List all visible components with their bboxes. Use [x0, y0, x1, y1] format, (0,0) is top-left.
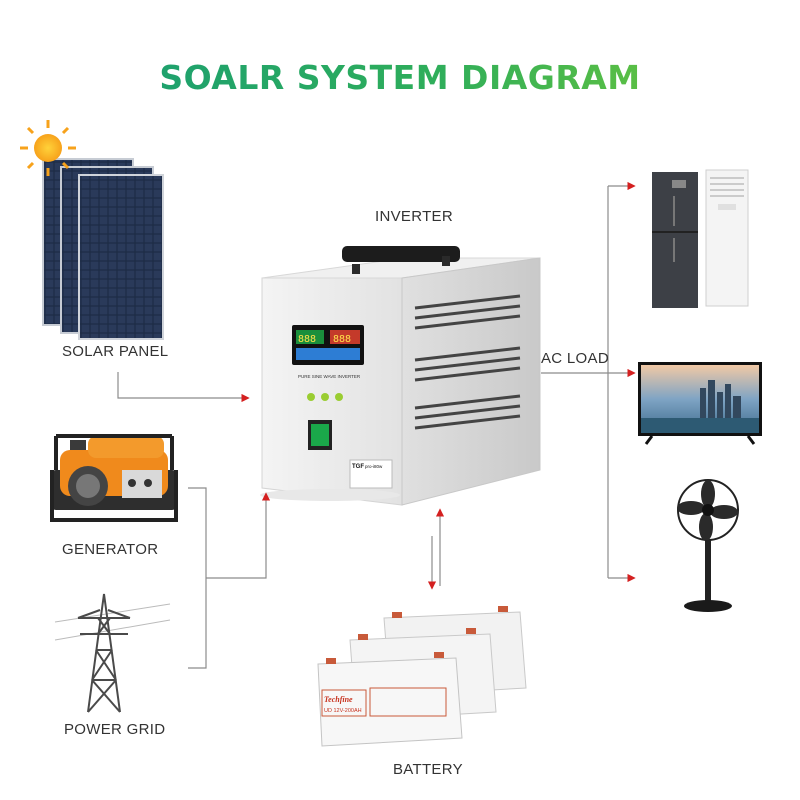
diagram-title: SOALR SYSTEM DIAGRAM [0, 58, 800, 97]
battery-label: BATTERY [393, 761, 463, 778]
fan-icon [677, 479, 739, 612]
power-tower-icon [54, 593, 171, 713]
generator-label: GENERATOR [62, 541, 159, 558]
inverter-lcd-right: 888 [333, 334, 351, 345]
solar-to-inverter-line [117, 372, 250, 403]
inverter-subtitle: PURE SINE WAVE INVERTER [298, 374, 361, 379]
solar-panel-icon [42, 158, 164, 340]
inverter-icon [260, 246, 541, 506]
inverter-model: pro-i80w [365, 464, 383, 469]
battery-spec: UD 12V-200AH [324, 708, 362, 714]
battery-icon [317, 606, 527, 747]
refrigerator-icon [652, 172, 698, 308]
power-grid-label: POWER GRID [64, 721, 166, 738]
inverter-label: INVERTER [375, 208, 453, 225]
generator-bracket-line [188, 487, 207, 669]
air-conditioner-icon [705, 169, 749, 307]
battery-brand: Techfine [324, 695, 353, 704]
ac-load-label: AC LOAD [541, 350, 609, 367]
solar-panel-label: SOLAR PANEL [62, 343, 169, 360]
generator-icon [50, 434, 178, 522]
inverter-brand: TGF [352, 464, 364, 470]
grid-to-inverter-line [206, 492, 271, 579]
tv-icon [638, 362, 762, 445]
sun-icon [20, 120, 76, 176]
inverter-lcd-left: 888 [298, 334, 316, 345]
